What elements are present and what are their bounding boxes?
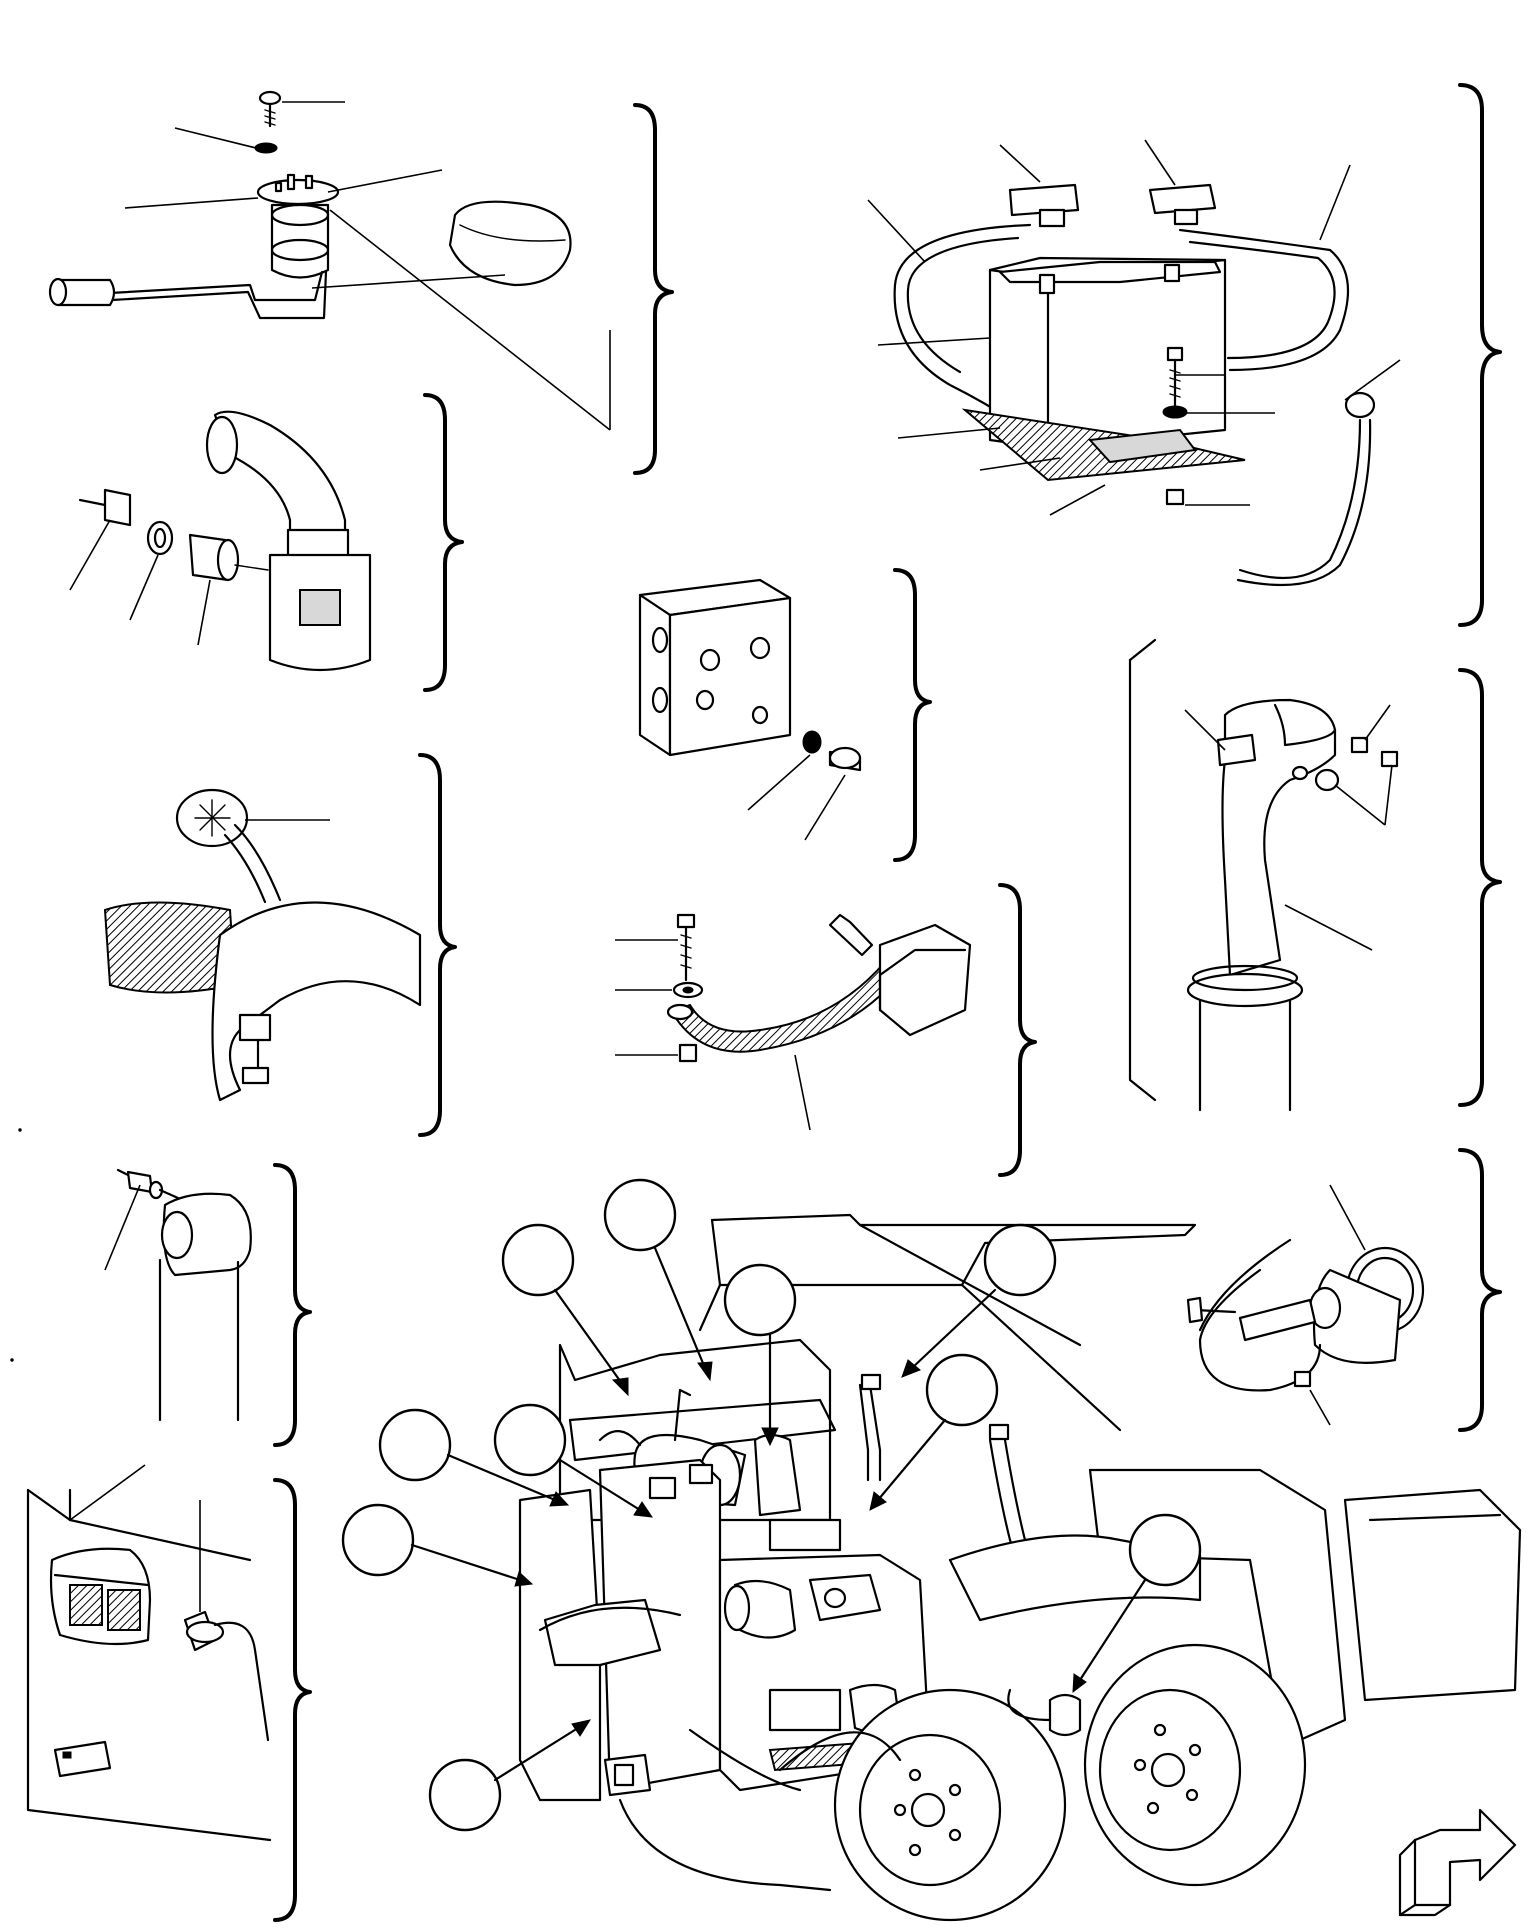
nut	[1380, 750, 1399, 768]
filter-pressure-switch	[69, 393, 464, 692]
bolt	[1186, 1296, 1204, 1324]
nut	[1165, 488, 1185, 506]
callout-balloon	[341, 1503, 534, 1587]
switch-body	[126, 1170, 154, 1194]
terminal	[1038, 273, 1056, 295]
leader	[174, 127, 257, 149]
nut	[678, 1043, 698, 1063]
push-button	[1314, 768, 1340, 792]
bracket	[878, 923, 972, 1037]
joystick-grip	[1221, 698, 1337, 977]
callout-balloon	[1072, 1513, 1202, 1694]
callouts	[341, 1178, 1202, 1832]
leader	[311, 274, 506, 289]
switch-body	[103, 488, 132, 527]
callout-balloon	[603, 1178, 713, 1382]
pressure-switch	[104, 1163, 312, 1447]
horn	[1048, 1693, 1082, 1737]
callout-balloon	[501, 1223, 629, 1397]
joystick-handle	[1128, 638, 1502, 1112]
strap	[670, 960, 902, 1053]
sensor	[648, 1476, 677, 1500]
trigger-switch	[1216, 733, 1257, 767]
bolt-head	[676, 913, 696, 929]
battery-assembly	[867, 83, 1502, 627]
gasket	[448, 200, 572, 287]
nut	[1293, 1370, 1312, 1388]
washer	[1162, 405, 1188, 419]
callout-balloon	[869, 1353, 999, 1511]
cab-roof	[710, 1213, 1197, 1287]
hold-down	[1087, 428, 1197, 464]
starter	[733, 1579, 797, 1639]
nut	[1350, 736, 1369, 754]
positive-cable	[1178, 228, 1350, 372]
sender-flange	[256, 178, 340, 206]
block-front	[668, 596, 792, 757]
callout-balloon	[378, 1408, 570, 1507]
rear-lamp-and-switch	[26, 1464, 312, 1922]
temperature-sender	[103, 753, 457, 1137]
fuel-level-sender	[48, 90, 674, 475]
horn-bracket	[1238, 1298, 1317, 1342]
washer	[802, 730, 822, 754]
bucket	[1343, 1488, 1522, 1702]
reflector	[53, 1740, 112, 1778]
callout-balloon	[493, 1403, 654, 1518]
lamp-lens	[107, 1589, 141, 1631]
terminal	[1163, 263, 1181, 283]
filter-neck	[213, 410, 347, 547]
terminal-clamp	[1148, 183, 1217, 215]
screw	[828, 913, 874, 957]
filter-bowl	[753, 1433, 802, 1517]
callout-balloon	[428, 1719, 592, 1832]
leader	[329, 209, 611, 431]
section-brace	[633, 103, 674, 475]
hydraulic-block-switch	[638, 568, 932, 862]
screw-head	[258, 90, 282, 106]
ground-strap	[615, 883, 1037, 1177]
housing	[211, 901, 422, 1102]
leader	[327, 169, 443, 193]
lamp-lens	[69, 1584, 103, 1626]
orientation-arrow-icon	[1398, 1808, 1517, 1917]
terminal-clamp	[1008, 183, 1080, 217]
washer	[254, 142, 278, 154]
callout-balloon	[723, 1263, 797, 1447]
leader	[124, 197, 259, 209]
callout-balloon	[901, 1223, 1057, 1378]
horn	[1186, 1148, 1502, 1432]
